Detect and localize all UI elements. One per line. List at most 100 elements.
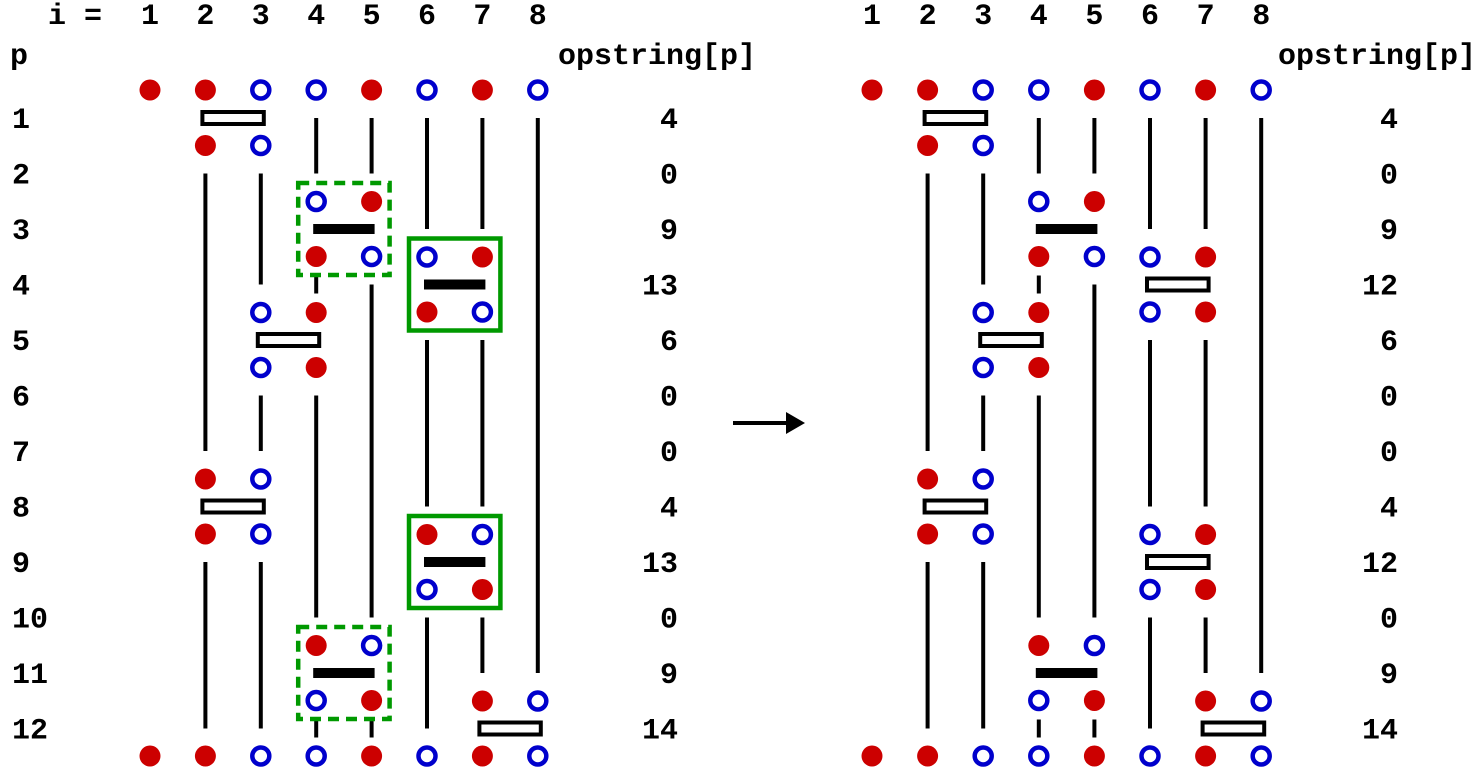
open-blue-dot [250,356,272,379]
opstring-header: opstring[p] [1278,40,1476,74]
open-blue-dot [416,79,438,101]
opstring-value: 4 [1380,104,1398,138]
opstring-value: 0 [1380,382,1398,416]
open-blue-dot [250,79,272,101]
opstring-value: 14 [1362,715,1398,749]
filled-red-dot [305,246,327,267]
filled-red-dot [1195,745,1217,767]
filled-red-dot [471,79,493,101]
filled-red-dot [1028,246,1050,267]
filled-red-dot [1195,246,1217,268]
opstring-value: 4 [1380,493,1398,527]
open-blue-dot [1139,79,1161,101]
filled-gate-bar [313,668,375,678]
filled-red-dot [917,523,939,545]
open-gate-bar [200,498,266,515]
open-blue-dot [1028,190,1050,213]
open-blue-dot [1250,690,1272,712]
filled-red-dot [1028,357,1050,378]
open-blue-dot [305,689,327,712]
open-blue-dot [972,356,994,379]
open-blue-dot [1139,301,1161,323]
column-index-label: 3 [252,0,270,34]
filled-red-dot [194,523,216,545]
filled-red-dot [305,635,327,656]
column-index-label: 8 [1252,0,1270,34]
open-blue-dot [527,79,549,101]
opstring-value: 4 [660,104,678,138]
open-gate-bar [922,110,989,126]
open-blue-dot [527,690,549,712]
open-blue-dot [471,301,494,323]
row-label: 11 [12,659,48,693]
opstring-value: 9 [660,215,678,249]
column-index-label: 4 [1030,0,1048,34]
opstring-value: 12 [1362,271,1398,305]
filled-red-dot [194,135,216,156]
open-blue-dot [250,468,272,490]
opstring-value: 0 [1380,604,1398,638]
row-label: 8 [12,493,30,527]
filled-red-dot [1195,79,1217,101]
column-index-label: 4 [307,0,325,34]
solid-highlight-box [406,513,503,611]
filled-red-dot [361,191,383,212]
column-index-label: 2 [919,0,937,34]
opstring-value: 4 [660,493,678,527]
opstring-value: 12 [1362,548,1398,582]
open-blue-dot [972,301,994,324]
filled-red-dot [1195,301,1217,323]
row-label: 7 [12,437,30,471]
opstring-value: 13 [642,548,678,582]
right-arrow-icon [733,412,805,434]
filled-red-dot [361,79,383,101]
opstring-value: 6 [660,326,678,360]
row-label: 2 [12,160,30,194]
column-index-label: 3 [974,0,992,34]
column-index-label: 5 [363,0,381,34]
open-blue-dot [972,134,994,157]
filled-red-dot [416,301,438,323]
row-label: 1 [12,104,30,138]
filled-red-dot [194,468,216,490]
filled-red-dot [1083,191,1105,212]
filled-red-dot [194,79,216,101]
dashed-highlight-box [295,180,392,278]
column-index-label: 1 [141,0,159,34]
filled-red-dot [1083,690,1105,711]
filled-red-dot [471,690,493,712]
open-blue-dot [1083,245,1106,268]
opstring-value: 0 [660,437,678,471]
open-gate-bar [1145,276,1211,293]
row-label: 12 [12,715,48,749]
open-blue-dot [1139,578,1161,601]
open-blue-dot [305,190,327,213]
filled-red-dot [917,79,939,101]
open-blue-dot [416,578,438,601]
filled-red-dot [471,745,493,767]
filled-gate-bar [313,224,375,234]
opstring-value: 0 [660,604,678,638]
column-index-label: 7 [473,0,491,34]
filled-red-dot [861,745,883,767]
column-index-label: 1 [863,0,881,34]
filled-red-dot [1083,745,1105,767]
open-blue-dot [1250,79,1272,101]
row-label: 6 [12,382,30,416]
open-gate-bar [477,720,543,737]
filled-gate-bar [1035,668,1098,678]
filled-red-dot [1028,302,1050,323]
open-blue-dot [416,745,438,767]
open-gate-bar [1145,554,1211,570]
filled-red-dot [305,357,327,378]
opstring-value: 9 [1380,659,1398,693]
opstring-value: 6 [1380,326,1398,360]
filled-red-dot [471,579,493,600]
dashed-highlight-box [295,624,392,722]
row-label: 9 [12,548,30,582]
filled-red-dot [471,246,493,268]
column-index-label: 6 [418,0,436,34]
open-blue-dot [416,246,438,268]
